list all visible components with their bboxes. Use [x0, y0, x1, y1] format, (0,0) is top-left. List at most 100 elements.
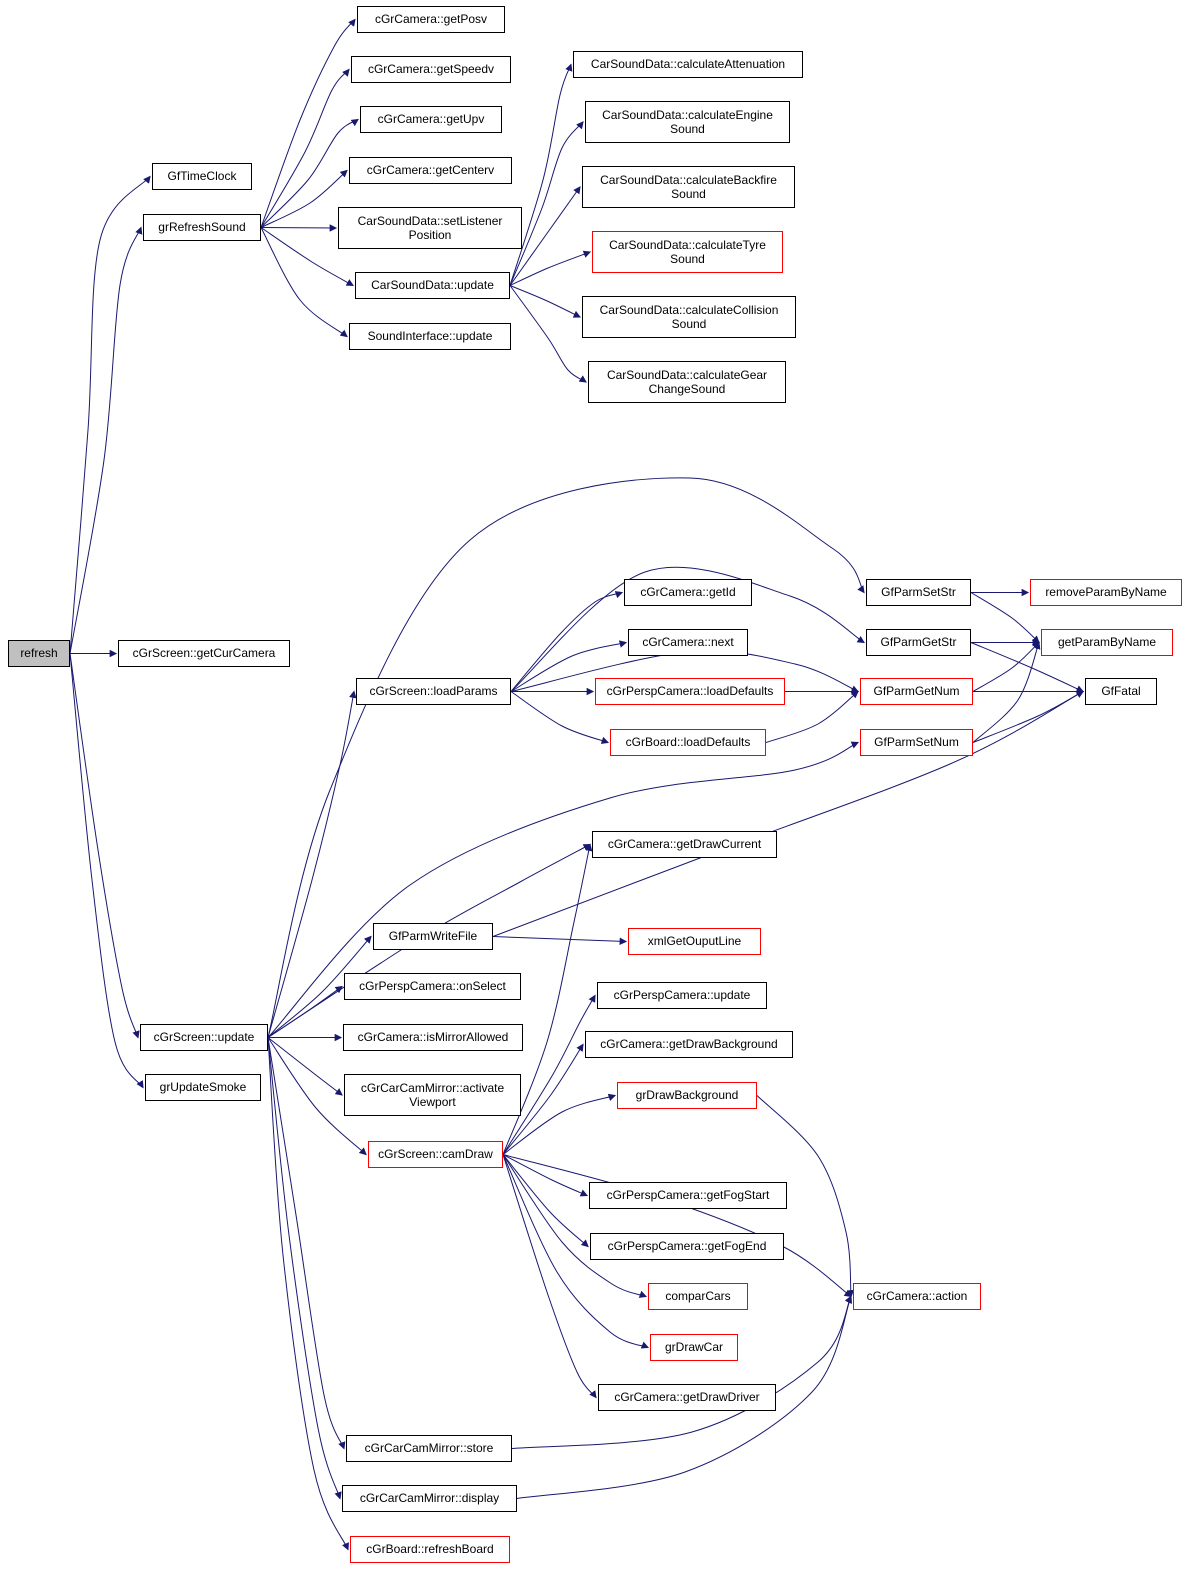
call-edge-grRefreshSound-to-setListenerPosition: [260, 224, 338, 232]
call-edge-screenUpdate-to-loadParams: [267, 690, 357, 1038]
call-edge-camDraw-to-perspUpdate: [502, 994, 596, 1155]
graph-node-loadParams[interactable]: cGrScreen::loadParams: [356, 678, 511, 705]
call-edge-camDraw-to-grDrawBackground: [502, 1093, 617, 1155]
graph-node-getUpv[interactable]: cGrCamera::getUpv: [360, 106, 502, 133]
graph-node-grDrawBackground[interactable]: grDrawBackground: [617, 1082, 757, 1109]
graph-node-removeParamByName[interactable]: removeParamByName: [1030, 579, 1182, 606]
graph-node-calcTyreSound[interactable]: CarSoundData::calculateTyre Sound: [592, 231, 783, 273]
call-edge-loadParams-to-boardLoadDefaults: [510, 691, 610, 744]
call-edge-screenUpdate-to-activateViewport: [267, 1037, 343, 1096]
graph-node-calcAttenuation[interactable]: CarSoundData::calculateAttenuation: [573, 51, 803, 78]
call-edge-screenUpdate-to-store: [267, 1037, 346, 1450]
call-edge-gfParmSetNum-to-getParamByName: [972, 641, 1041, 743]
call-edge-camDraw-to-getDrawDriver: [502, 1154, 597, 1399]
graph-node-gfParmSetStr[interactable]: GfParmSetStr: [866, 579, 971, 606]
call-edge-camDraw-to-getDrawBackground: [502, 1043, 584, 1155]
call-edge-carSoundUpdate-to-calcCollisionSound: [509, 285, 582, 318]
call-edge-camDraw-to-comparCars: [502, 1154, 648, 1298]
call-edge-grRefreshSound-to-getPosv: [260, 18, 356, 228]
graph-node-next[interactable]: cGrCamera::next: [628, 629, 748, 656]
graph-node-camDraw[interactable]: cGrScreen::camDraw: [368, 1141, 503, 1168]
call-edge-grRefreshSound-to-carSoundUpdate: [260, 227, 354, 287]
graph-node-gfParmGetStr[interactable]: GfParmGetStr: [866, 629, 971, 656]
call-edge-grRefreshSound-to-soundInterfaceUpdate: [260, 227, 348, 338]
graph-node-getDrawCurrent[interactable]: cGrCamera::getDrawCurrent: [592, 831, 777, 858]
graph-node-screenUpdate[interactable]: cGrScreen::update: [140, 1024, 268, 1051]
graph-node-getParamByName[interactable]: getParamByName: [1041, 629, 1173, 656]
call-edge-camDraw-to-grDrawCar: [502, 1154, 650, 1349]
call-edge-refresh-to-grUpdateSmoke: [69, 653, 144, 1089]
call-edge-screenUpdate-to-display: [267, 1037, 342, 1500]
graph-node-refreshBoard[interactable]: cGrBoard::refreshBoard: [350, 1536, 510, 1563]
graph-node-calcGearChangeSound[interactable]: CarSoundData::calculateGear ChangeSound: [588, 361, 786, 403]
graph-node-gfParmWriteFile[interactable]: GfParmWriteFile: [373, 923, 493, 950]
graph-node-soundInterfaceUpdate[interactable]: SoundInterface::update: [349, 323, 511, 350]
graph-node-display[interactable]: cGrCarCamMirror::display: [342, 1485, 517, 1512]
call-edge-carSoundUpdate-to-calcAttenuation: [509, 63, 573, 286]
call-edge-camDraw-to-getDrawCurrent: [502, 843, 593, 1155]
graph-node-getCenterv[interactable]: cGrCamera::getCenterv: [349, 157, 512, 184]
graph-node-getPosv[interactable]: cGrCamera::getPosv: [357, 6, 505, 33]
call-edge-grRefreshSound-to-getUpv: [260, 118, 359, 228]
call-edge-loadParams-to-next: [510, 640, 628, 692]
call-edge-grRefreshSound-to-getSpeedv: [260, 68, 350, 228]
call-edge-store-to-action: [511, 1295, 852, 1449]
graph-node-xmlGetOuputLine[interactable]: xmlGetOuputLine: [628, 928, 761, 955]
graph-node-perspUpdate[interactable]: cGrPerspCamera::update: [597, 982, 767, 1009]
graph-node-getDrawBackground[interactable]: cGrCamera::getDrawBackground: [585, 1031, 793, 1058]
graph-node-setListenerPosition[interactable]: CarSoundData::setListener Position: [338, 207, 522, 249]
call-edge-gfParmSetNum-to-gfFatal: [972, 690, 1084, 743]
call-edge-loadParams-to-getId: [510, 591, 624, 692]
graph-node-grDrawCar[interactable]: grDrawCar: [650, 1334, 738, 1361]
graph-node-isMirrorAllowed[interactable]: cGrCamera::isMirrorAllowed: [343, 1024, 523, 1051]
call-edge-camDraw-to-getFogEnd: [502, 1154, 589, 1248]
graph-node-calcCollisionSound[interactable]: CarSoundData::calculateCollision Sound: [582, 296, 796, 338]
graph-node-refresh[interactable]: refresh: [8, 640, 70, 667]
call-edge-carSoundUpdate-to-calcBackfireSound: [509, 186, 581, 286]
graph-node-activateViewport[interactable]: cGrCarCamMirror::activate Viewport: [344, 1074, 521, 1116]
call-edge-camDraw-to-getFogStart: [502, 1154, 589, 1197]
call-edge-boardLoadDefaults-to-gfParmGetNum: [765, 690, 859, 743]
graph-node-gfParmGetNum[interactable]: GfParmGetNum: [860, 678, 973, 705]
call-edge-carSoundUpdate-to-calcEngineSound: [509, 121, 584, 286]
call-edge-loadParams-to-gfParmGetStr: [510, 566, 865, 692]
call-edge-carSoundUpdate-to-calcGearChangeSound: [509, 285, 587, 383]
call-edge-gfParmGetStr-to-gfFatal: [970, 642, 1085, 693]
call-edge-gfParmWriteFile-to-gfFatal: [492, 690, 1084, 937]
graph-node-calcEngineSound[interactable]: CarSoundData::calculateEngine Sound: [585, 101, 790, 143]
call-edge-screenUpdate-to-camDraw: [267, 1037, 367, 1156]
call-edge-grRefreshSound-to-getCenterv: [260, 169, 348, 228]
graph-node-carSoundUpdate[interactable]: CarSoundData::update: [355, 272, 510, 299]
call-edge-refresh-to-screenUpdate: [69, 653, 140, 1039]
call-edge-screenUpdate-to-gfParmSetStr: [267, 477, 865, 1038]
graph-node-gfFatal[interactable]: GfFatal: [1085, 678, 1157, 705]
call-edge-screenUpdate-to-gfParmSetNum: [267, 741, 860, 1038]
graph-node-store[interactable]: cGrCarCamMirror::store: [346, 1435, 512, 1462]
graph-node-calcBackfireSound[interactable]: CarSoundData::calculateBackfire Sound: [582, 166, 795, 208]
call-edge-refresh-to-grRefreshSound: [69, 226, 143, 654]
graph-node-grUpdateSmoke[interactable]: grUpdateSmoke: [145, 1074, 261, 1101]
call-edge-refresh-to-gfTimeClock: [69, 175, 151, 654]
graph-node-getCurCamera[interactable]: cGrScreen::getCurCamera: [118, 640, 290, 667]
call-edge-gfParmWriteFile-to-xmlGetOuputLine: [492, 936, 628, 946]
call-edge-camDraw-to-action: [502, 1154, 852, 1298]
graph-node-getDrawDriver[interactable]: cGrCamera::getDrawDriver: [598, 1384, 776, 1411]
graph-node-grRefreshSound[interactable]: grRefreshSound: [143, 214, 261, 241]
graph-node-gfParmSetNum[interactable]: GfParmSetNum: [860, 729, 973, 756]
graph-node-perspLoadDefaults[interactable]: cGrPerspCamera::loadDefaults: [595, 678, 785, 705]
graph-node-action[interactable]: cGrCamera::action: [853, 1283, 981, 1310]
graph-node-getFogStart[interactable]: cGrPerspCamera::getFogStart: [589, 1182, 787, 1209]
graph-node-getFogEnd[interactable]: cGrPerspCamera::getFogEnd: [590, 1233, 784, 1260]
call-edge-gfParmSetStr-to-getParamByName: [970, 592, 1040, 644]
call-edge-screenUpdate-to-getDrawCurrent: [267, 843, 591, 1038]
call-edge-screenUpdate-to-refreshBoard: [267, 1037, 349, 1551]
call-edge-grDrawBackground-to-action: [756, 1095, 855, 1298]
graph-node-getId[interactable]: cGrCamera::getId: [624, 579, 752, 606]
graph-node-onSelect[interactable]: cGrPerspCamera::onSelect: [344, 973, 521, 1000]
graph-node-getSpeedv[interactable]: cGrCamera::getSpeedv: [351, 56, 511, 83]
graph-node-gfTimeClock[interactable]: GfTimeClock: [152, 163, 252, 190]
graph-node-boardLoadDefaults[interactable]: cGrBoard::loadDefaults: [610, 729, 766, 756]
graph-node-comparCars[interactable]: comparCars: [648, 1283, 748, 1310]
call-edge-screenUpdate-to-gfParmWriteFile: [267, 935, 372, 1038]
